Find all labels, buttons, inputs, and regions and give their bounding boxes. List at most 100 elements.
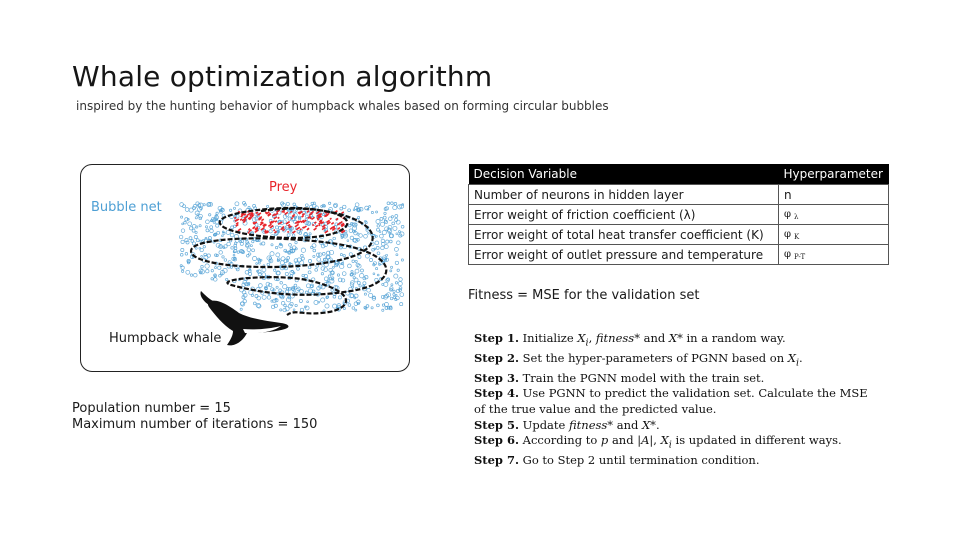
variable-cell: Number of neurons in hidden layer (468, 184, 779, 205)
bubble (325, 295, 329, 299)
spiral-path (189, 206, 388, 316)
bubble (287, 250, 292, 255)
bubble (353, 272, 356, 276)
bubble (198, 224, 202, 228)
bubble (291, 233, 296, 237)
bubble (375, 219, 381, 224)
bubble (210, 277, 214, 281)
bubble (206, 201, 212, 207)
prey-fish (294, 223, 300, 228)
bubble (287, 251, 291, 254)
prey-fish (292, 230, 296, 234)
bubble (233, 206, 236, 210)
bubble (208, 213, 212, 217)
prey-fish (257, 212, 262, 217)
bubble (304, 290, 309, 295)
bubble (385, 253, 388, 257)
bubble (318, 284, 323, 289)
bubble (339, 253, 343, 257)
bubble (194, 230, 198, 234)
prey-fish (277, 216, 280, 220)
prey-fish (274, 230, 278, 234)
prey-fish (272, 213, 276, 217)
bubble (301, 273, 305, 278)
bubble (198, 216, 203, 221)
bubble (345, 290, 350, 296)
bubble (314, 268, 318, 272)
bubble (280, 301, 286, 306)
prey-fish (264, 229, 267, 233)
bubble (389, 296, 394, 301)
bubble (400, 225, 405, 229)
bubble (389, 305, 393, 309)
bubble (381, 282, 385, 286)
bubble (300, 247, 306, 253)
prey-fish (324, 230, 329, 234)
bubble (348, 293, 354, 299)
bubble (362, 284, 365, 287)
prey-fish (247, 227, 251, 231)
step-text: Go to Step 2 until termination condition… (518, 453, 760, 468)
bubble (398, 288, 402, 292)
bubble (247, 282, 251, 285)
bubble (266, 204, 270, 208)
prey-fish (241, 217, 247, 222)
bubble (286, 256, 290, 260)
bubble (354, 308, 358, 312)
bubble (363, 234, 368, 239)
table-row: Error weight of total heat transfer coef… (468, 224, 889, 245)
bubble (284, 306, 290, 312)
bubble (375, 246, 380, 250)
bubble (355, 262, 360, 267)
bubble (365, 228, 369, 232)
prey-fish (254, 226, 259, 231)
prey-fish (260, 218, 265, 222)
step-6: Step 6. According to p and |A|, Xi is up… (474, 433, 854, 453)
prey-fish (235, 221, 239, 225)
bubble (381, 308, 385, 312)
prey-fish (247, 231, 250, 234)
bubble (315, 252, 321, 257)
prey-fish (270, 220, 276, 224)
bubble (394, 294, 398, 297)
bubble (270, 304, 276, 310)
bubble (341, 271, 347, 276)
bubble (350, 222, 354, 226)
bubble (342, 254, 346, 258)
bubble (370, 211, 374, 214)
bubble (306, 283, 311, 289)
prey-fish (267, 223, 272, 228)
param-subscript: P-T (794, 252, 806, 261)
prey-fish (325, 214, 329, 218)
bubble (189, 226, 194, 231)
bubble (383, 211, 387, 215)
bubble (299, 289, 304, 294)
subscript-i: i (585, 337, 589, 349)
bubble (375, 267, 379, 271)
symbol-x-star: X* (668, 331, 683, 345)
prey-fish (273, 216, 278, 220)
bubble (220, 208, 225, 213)
prey-fish (321, 226, 326, 231)
bubble (276, 271, 281, 276)
bubble (231, 256, 236, 261)
bubble (286, 297, 292, 303)
prey-fish (246, 212, 252, 217)
bubble (285, 250, 288, 254)
bubble (294, 241, 298, 245)
bubble (232, 253, 236, 257)
bubble (275, 252, 281, 258)
bubble (245, 243, 249, 248)
bubble (204, 263, 210, 269)
bubble (191, 228, 196, 233)
bubble (185, 269, 191, 275)
prey-cluster (233, 209, 346, 235)
bubble (388, 306, 393, 311)
population-number: Population number = 15 (72, 401, 231, 416)
prey-fish (318, 224, 321, 227)
bubble (384, 302, 389, 307)
bubble (393, 202, 398, 206)
bubble (305, 203, 309, 207)
bubble (250, 293, 254, 297)
